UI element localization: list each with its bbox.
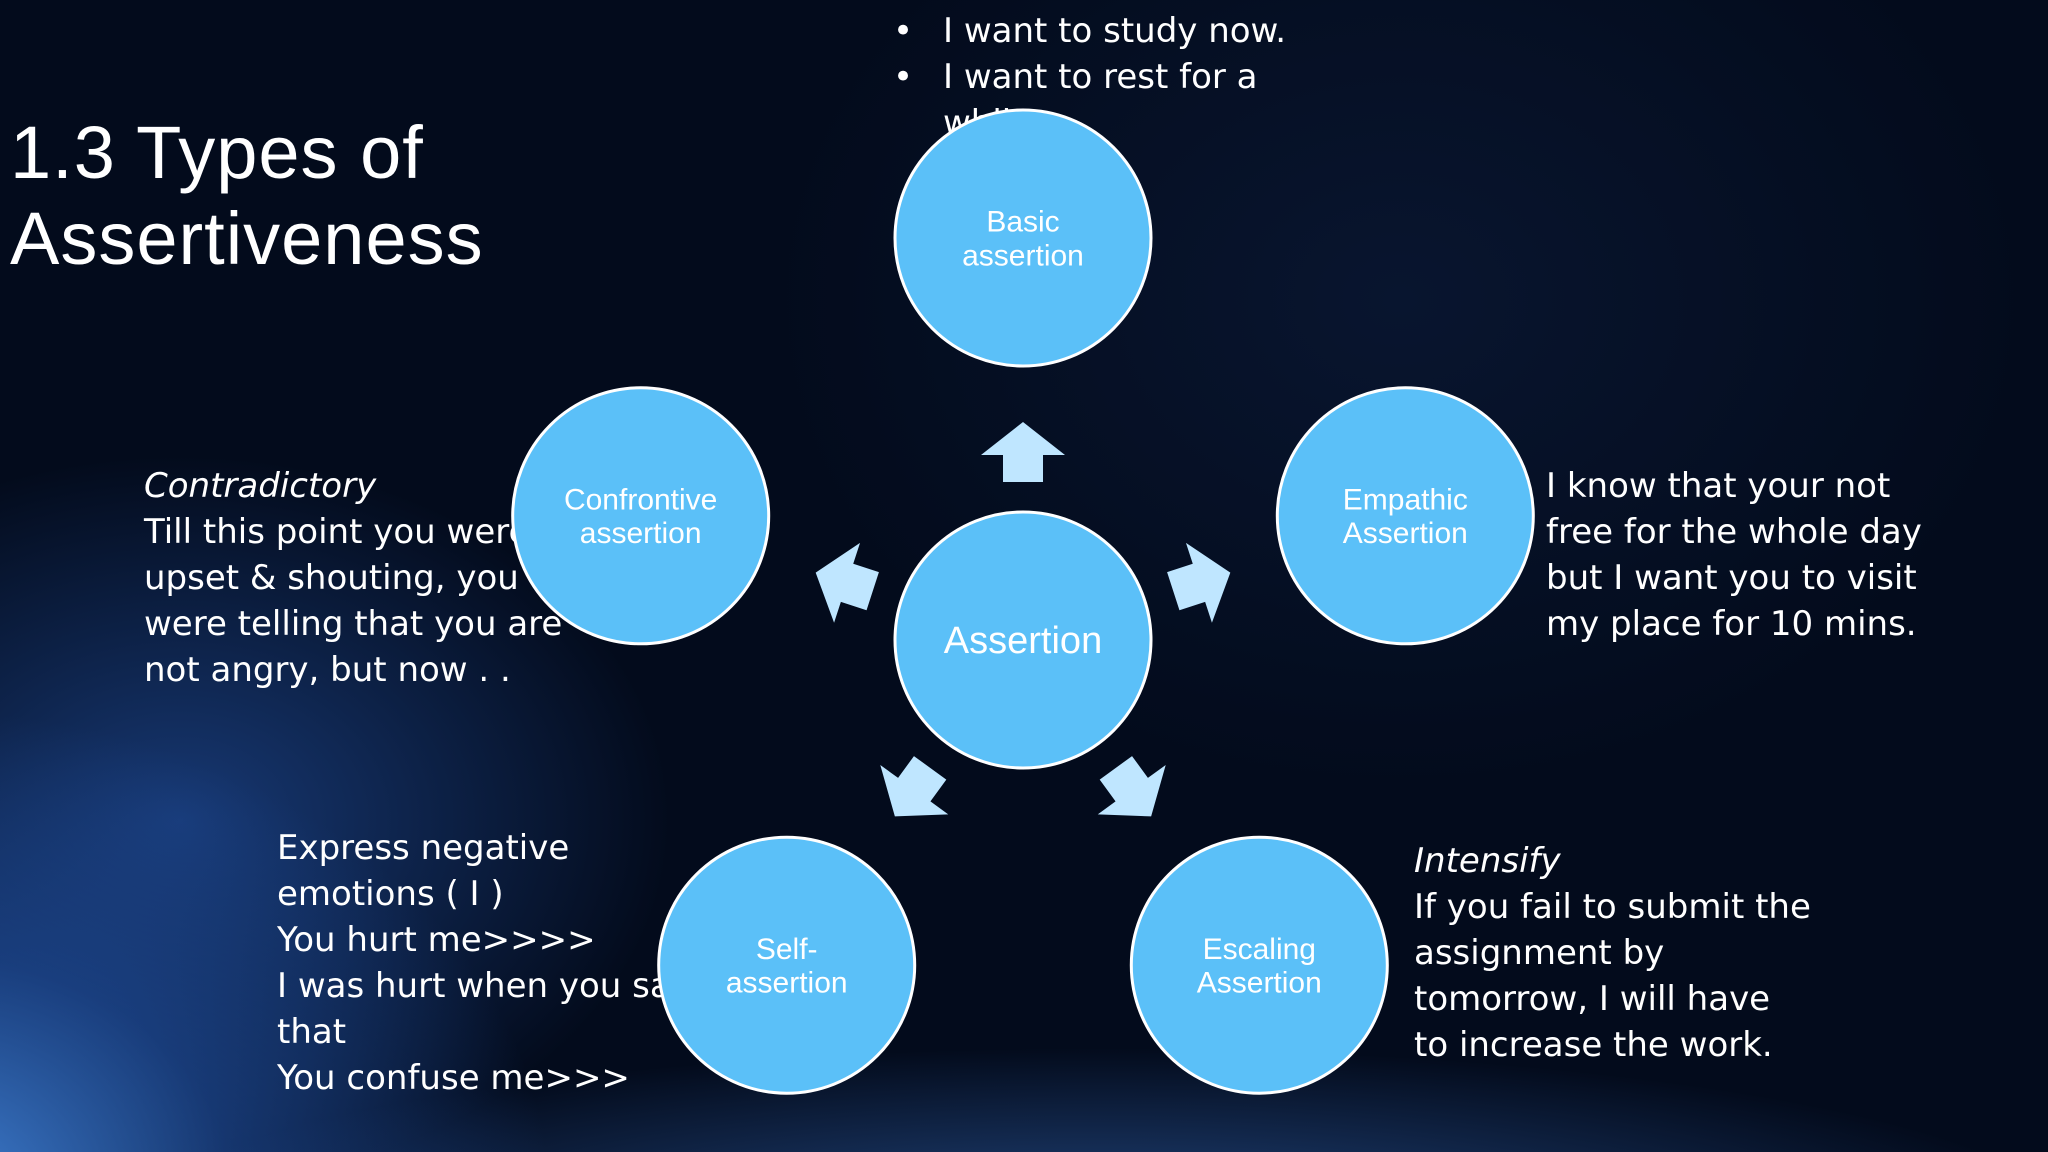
empathic-line-1: I know that your not — [1546, 466, 1891, 506]
empathic-line-2: free for the whole day — [1546, 512, 1922, 552]
escaling-line-1: If you fail to submit the — [1414, 887, 1811, 927]
confrontive-line-3: were telling that you are — [144, 604, 563, 644]
self-description: Express negative emotions ( I ) You hurt… — [277, 825, 702, 1101]
escaling-line-3: tomorrow, I will have — [1414, 979, 1771, 1019]
node-escaling-circle — [1129, 835, 1389, 1095]
confrontive-line-4: not angry, but now . . — [144, 650, 511, 690]
node-self-circle — [657, 835, 917, 1095]
basic-example-2-line-1: I want to rest for a — [943, 57, 1258, 97]
basic-example-1: I want to study now. — [893, 8, 1286, 54]
self-line-3: You hurt me>>>> — [277, 920, 596, 960]
node-self-label-line-2: assertion — [726, 967, 848, 1000]
escaling-line-4: to increase the work. — [1414, 1025, 1773, 1065]
self-line-6: You confuse me>>> — [277, 1058, 630, 1098]
escaling-line-2: assignment by — [1414, 933, 1665, 973]
node-self-label-line-1: Self- — [756, 933, 818, 966]
self-line-2: emotions ( I ) — [277, 874, 504, 914]
diagram-nodes: BasicassertionEmpathicAssertionEscalingA… — [511, 108, 1535, 1095]
arrow-to-self — [880, 756, 949, 817]
arrow-to-escaling — [1097, 756, 1166, 817]
self-line-4: I was hurt when you said — [277, 966, 702, 1006]
empathic-line-3: but I want you to visit — [1546, 558, 1917, 598]
node-self: Self-assertion — [657, 835, 917, 1095]
node-empathic-label-line-1: Empathic — [1343, 483, 1468, 516]
confrontive-line-2: upset & shouting, you — [144, 558, 519, 598]
empathic-description: I know that your not free for the whole … — [1546, 463, 1922, 647]
diagram-arrows — [815, 422, 1231, 817]
self-line-1: Express negative — [277, 828, 570, 868]
node-escaling-label-line-1: Escaling — [1203, 933, 1316, 966]
node-empathic-label-line-2: Assertion — [1343, 517, 1468, 550]
confrontive-line-1: Till this point you were — [144, 512, 530, 552]
slide-title: 1.3 Types of Assertiveness — [10, 110, 484, 282]
node-escaling-label-line-2: Assertion — [1197, 967, 1322, 1000]
empathic-line-4: my place for 10 mins. — [1546, 604, 1917, 644]
node-confrontive-circle — [511, 386, 771, 646]
center-circle — [893, 510, 1153, 770]
node-empathic-circle — [1275, 386, 1535, 646]
escaling-description: Intensify If you fail to submit the assi… — [1414, 838, 1811, 1068]
node-basic-label-line-2: assertion — [962, 239, 1084, 272]
slide-title-line-1: 1.3 Types of — [10, 111, 424, 194]
node-confrontive-label-line-2: assertion — [580, 517, 702, 550]
arrow-to-basic — [981, 422, 1065, 482]
arrow-to-empathic — [1167, 542, 1231, 623]
node-basic-label-line-1: Basic — [986, 206, 1059, 239]
slide-title-line-2: Assertiveness — [10, 197, 484, 280]
center-label: Assertion — [944, 620, 1102, 662]
node-confrontive-label-line-1: Confrontive — [564, 483, 717, 516]
escaling-heading: Intensify — [1414, 841, 1561, 881]
self-line-5: that — [277, 1012, 347, 1052]
node-basic-circle — [893, 108, 1153, 368]
arrow-to-confrontive — [815, 542, 879, 623]
confrontive-heading: Contradictory — [144, 466, 377, 506]
confrontive-description: Contradictory Till this point you were u… — [144, 463, 562, 693]
diagram-center: Assertion — [893, 510, 1153, 770]
